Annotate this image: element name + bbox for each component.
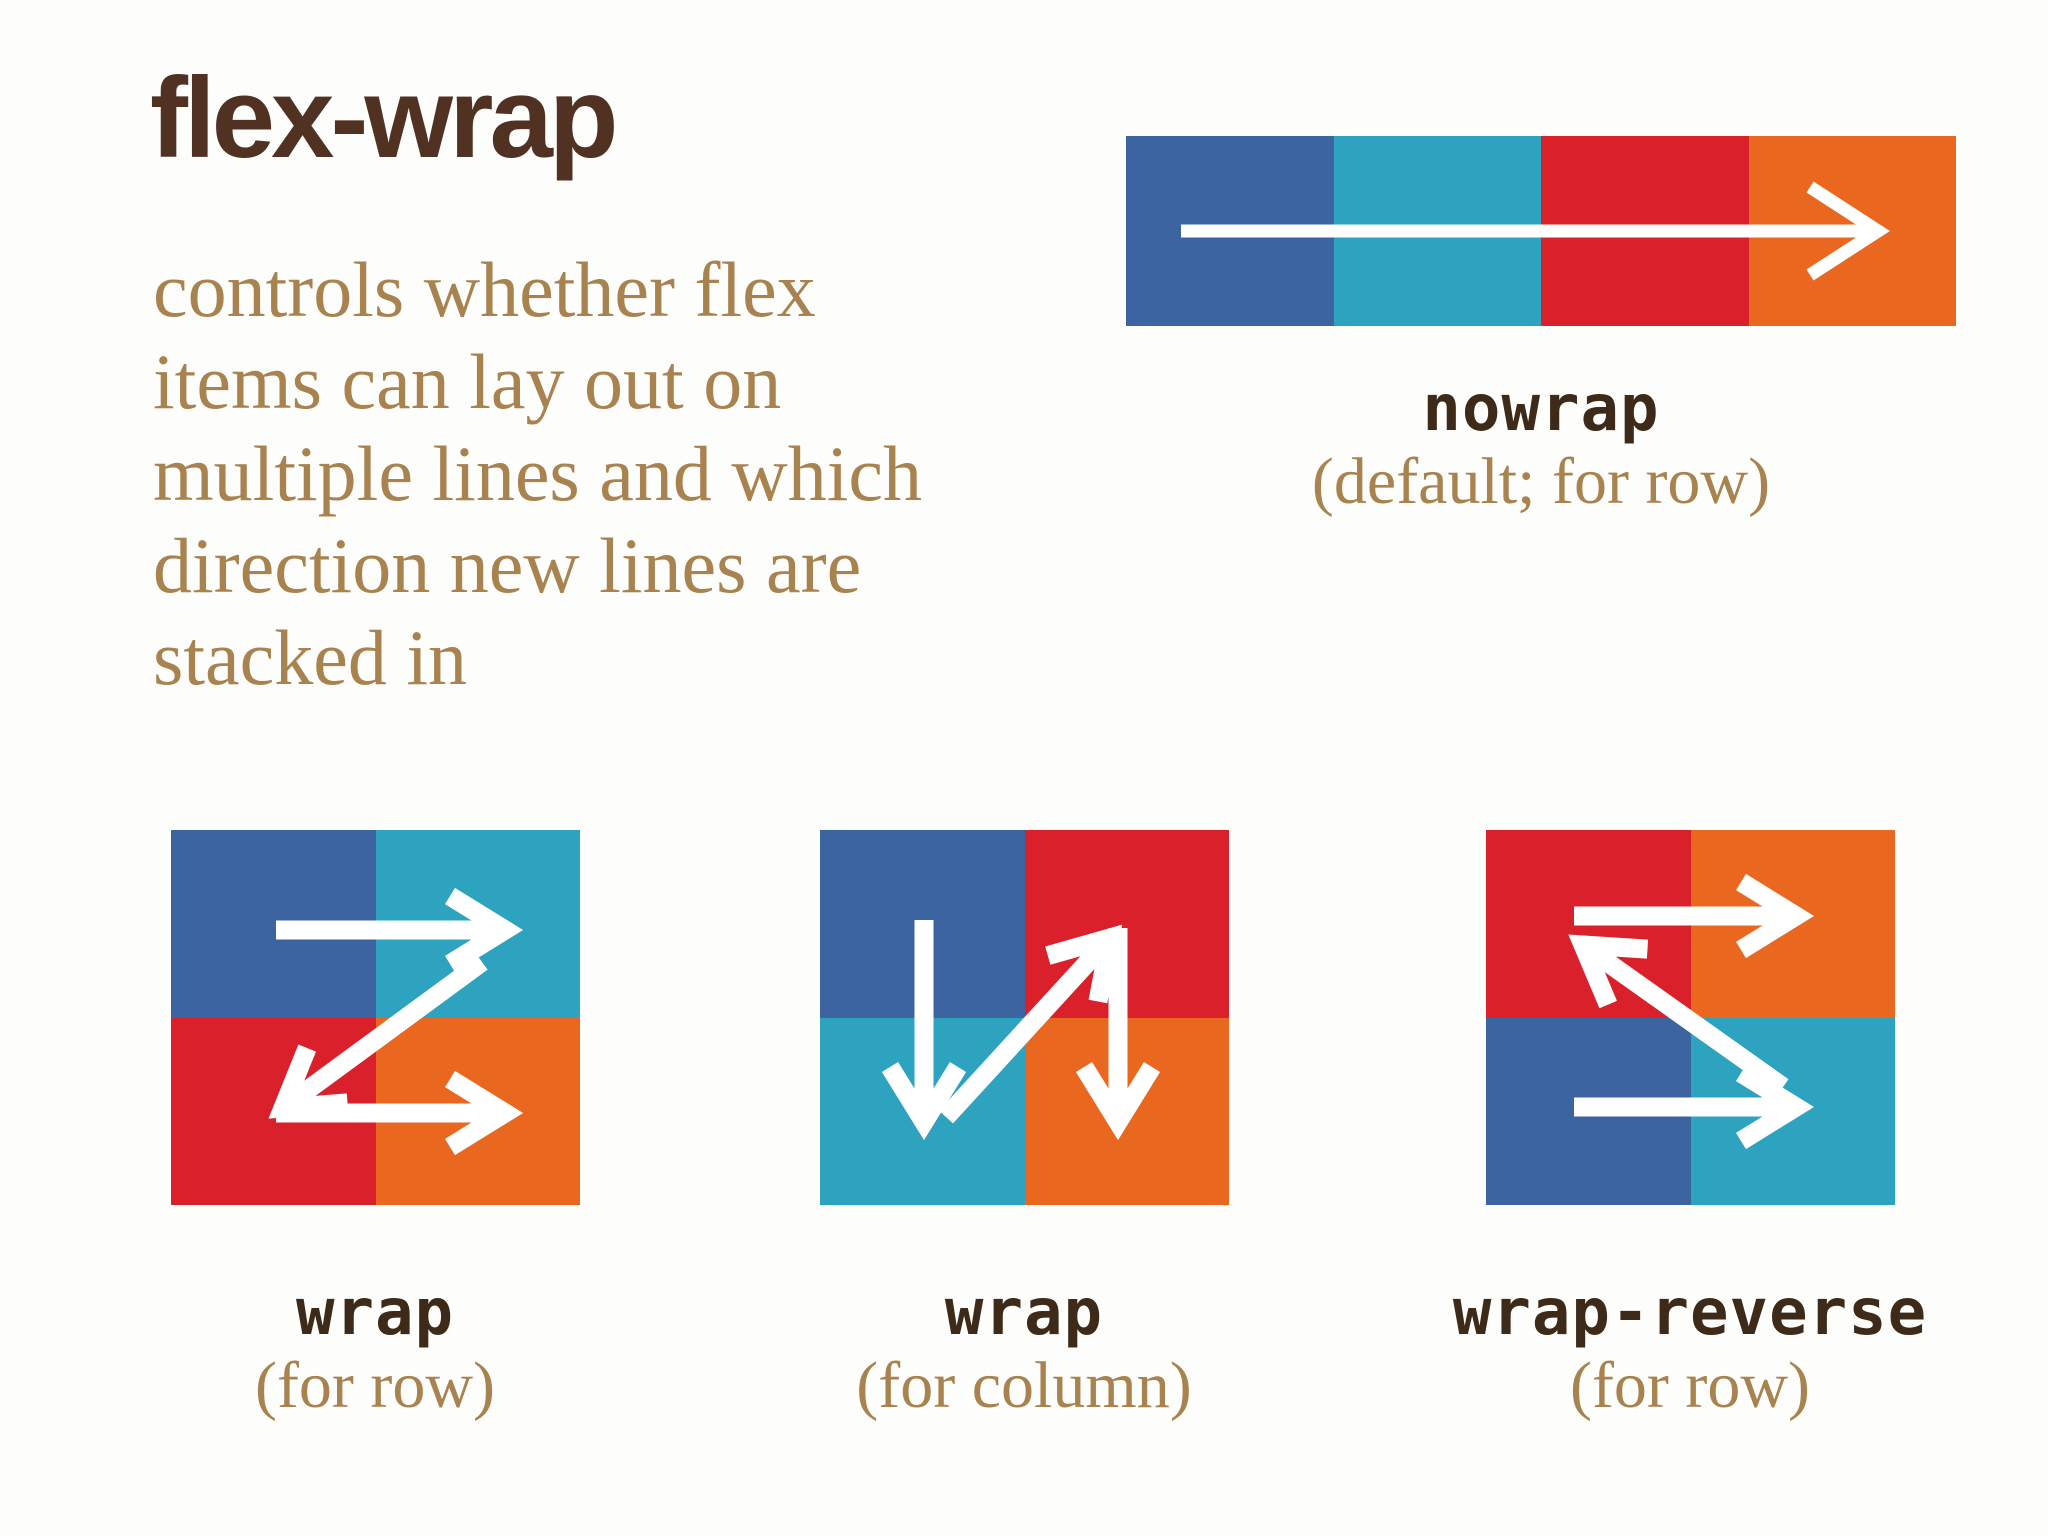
wrap-row-label: wrap (295, 1276, 455, 1350)
nowrap-diagram (1126, 136, 1956, 326)
wrap-reverse-sublabel: (for row) (1569, 1349, 1811, 1423)
wrap-column-diagram (820, 830, 1229, 1205)
arrow-stroke (938, 931, 1118, 1124)
wrap-flow-arrows (1568, 873, 1815, 1150)
description-text: controls whether flex items can lay out … (153, 244, 922, 704)
wrap-row-label-group: wrap (for row) (254, 1276, 496, 1423)
flow-arrow (1181, 181, 1890, 281)
wrap-reverse-label: wrap-reverse (1452, 1276, 1928, 1350)
arrow-stroke (1577, 937, 1789, 1095)
arrow-stroke (1075, 1062, 1161, 1141)
description-line: controls whether flex (153, 246, 816, 333)
wrap-row-diagram (171, 830, 580, 1205)
page-title: flex-wrap (150, 55, 618, 182)
description-line: stacked in (153, 614, 468, 701)
arrow-stroke (445, 1070, 524, 1156)
wrap-reverse-diagram (1486, 830, 1895, 1205)
wrap-flow-arrows (268, 887, 524, 1156)
arrow-stroke (1736, 873, 1815, 959)
nowrap-sublabel: (default; for row) (1311, 445, 1771, 519)
nowrap-label: nowrap (1422, 372, 1660, 446)
nowrap-label-group: nowrap (default; for row) (1311, 372, 1771, 519)
wrap-flow-arrows (881, 920, 1161, 1141)
wrap-column-label-group: wrap (for column) (856, 1276, 1192, 1423)
arrow-stroke (277, 954, 488, 1116)
wrap-row-sublabel: (for row) (254, 1349, 496, 1423)
description-line: items can lay out on (153, 338, 782, 425)
arrow-stroke (1736, 1064, 1815, 1150)
wrap-column-sublabel: (for column) (856, 1349, 1192, 1423)
wrap-column-label: wrap (944, 1276, 1104, 1350)
description-line: direction new lines are (153, 522, 862, 609)
arrow-stroke (1806, 181, 1890, 281)
arrow-stroke (1568, 934, 1649, 1009)
arrow-stroke (881, 1062, 967, 1141)
wrap-reverse-label-group: wrap-reverse (for row) (1452, 1276, 1928, 1423)
description-line: multiple lines and which (153, 430, 923, 517)
arrow-stroke (445, 887, 524, 973)
